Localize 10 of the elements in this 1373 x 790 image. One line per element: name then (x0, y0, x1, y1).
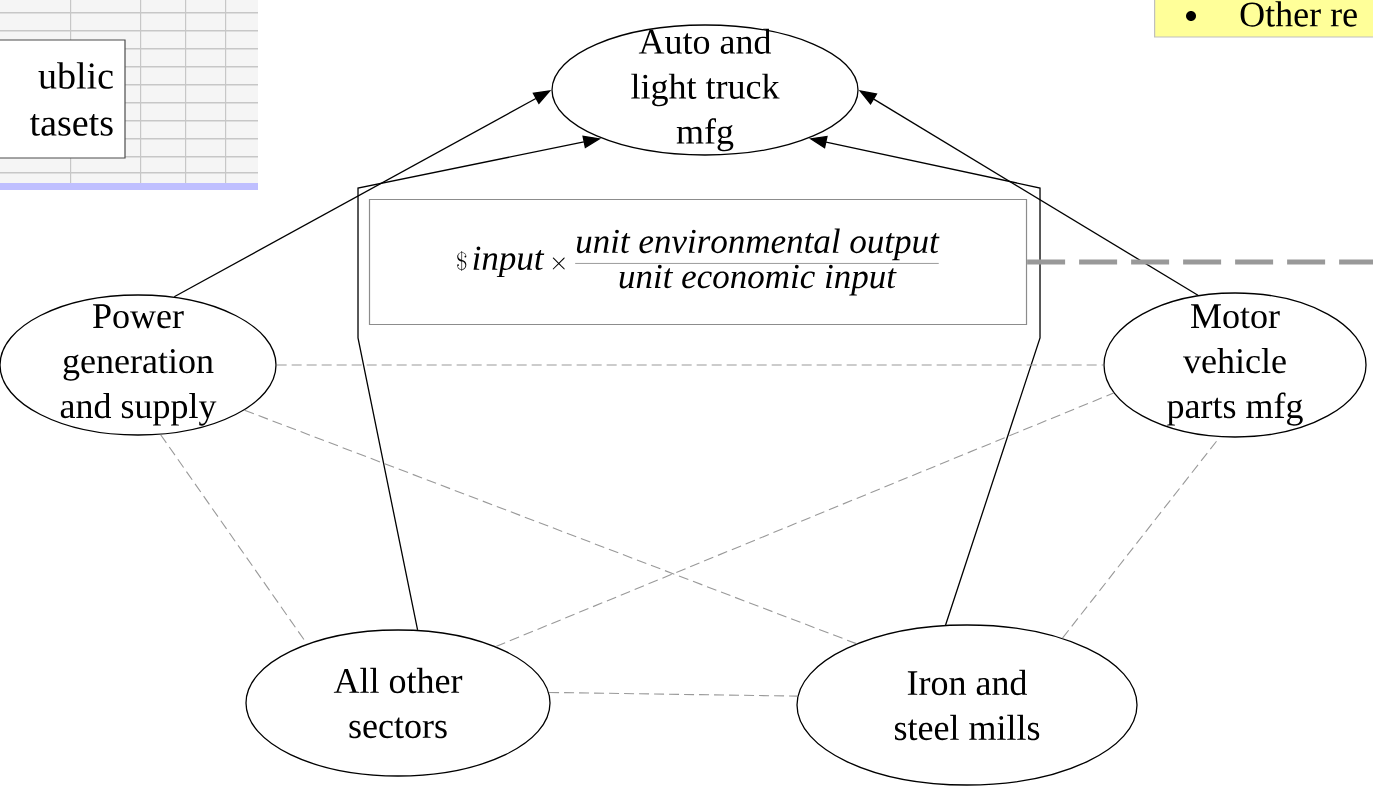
dashed-line (548, 691, 798, 697)
dashed-line (276, 364, 1104, 366)
dashed-line (160, 434, 308, 645)
note-box: Other re (1154, 0, 1373, 38)
dashed-line (244, 409, 857, 645)
text-box: ublic tasets (0, 39, 126, 159)
formula-box: $\$\, \mathit{input} \times \frac{\mathit{unit\ environmental\ output}}{\mathit{unit\ economic\ input}}$ (368, 198, 1028, 326)
dashed-line (1061, 436, 1221, 639)
dashed-line (1027, 259, 1373, 265)
dashed-line (495, 392, 1115, 648)
